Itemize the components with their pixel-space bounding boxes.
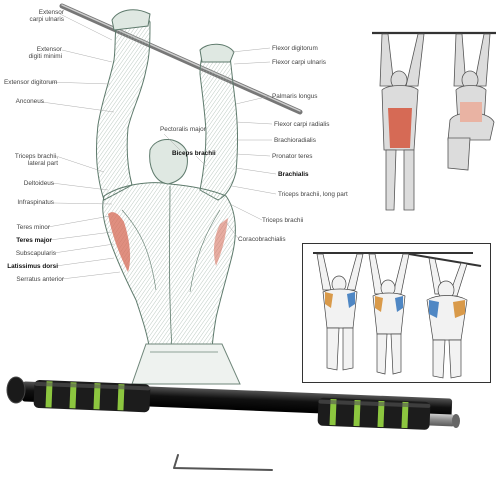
right-foam-grip xyxy=(317,397,431,430)
abs-highlight-knee xyxy=(460,102,482,122)
label-pronator-teres: Pronator teres xyxy=(272,153,313,160)
label-ext-digitorum: Extensor digitorum xyxy=(4,79,58,86)
label-latissimus-dorsi: Latissimus dorsi xyxy=(7,263,58,270)
latissimus-highlight xyxy=(108,212,131,272)
label-coracobrachialis: Coracobrachialis xyxy=(238,236,286,243)
main-bar xyxy=(59,3,303,115)
abs-highlight-hanging xyxy=(388,108,412,148)
label-infraspinatus: Infraspinatus xyxy=(17,199,54,206)
label-flexor-carpi-radialis: Flexor carpi radialis xyxy=(274,121,330,128)
grip-variations-inset xyxy=(302,243,491,383)
label-ext-carpi-ulnaris: Extensor carpi ulnaris xyxy=(29,9,64,23)
label-brachioradialis: Brachioradialis xyxy=(274,137,316,144)
label-teres-minor: Teres minor xyxy=(16,224,50,231)
inset-figure-3 xyxy=(426,257,468,379)
label-deltoideus: Deltoideus xyxy=(23,180,54,187)
label-ext-digiti-minimi: Extensor digiti minimi xyxy=(28,46,62,60)
leader-lines xyxy=(41,13,277,280)
label-triceps-lateral: Triceps brachii, lateral part xyxy=(14,153,58,167)
main-figure xyxy=(95,9,241,385)
label-triceps-brachii: Triceps brachii xyxy=(262,217,304,224)
label-flexor-digitorum: Flexor digitorum xyxy=(272,45,318,52)
label-flexor-carpi-ulnaris: Flexor carpi ulnaris xyxy=(272,59,326,66)
label-brachialis: Brachialis xyxy=(278,171,309,178)
left-foam-grip xyxy=(33,379,151,413)
label-serratus-anterior: Serratus anterior xyxy=(16,276,64,283)
label-subscapularis: Subscapularis xyxy=(15,250,56,257)
label-triceps-brachii-long: Triceps brachii, long part xyxy=(278,191,348,198)
label-biceps-brachii: Biceps brachii xyxy=(172,150,216,157)
lat-right-highlight xyxy=(213,218,228,266)
label-anconeus: Anconeus xyxy=(15,98,44,105)
label-teres-major: Teres major xyxy=(16,237,52,244)
label-palmaris-longus: Palmaris longus xyxy=(272,93,318,100)
inset-svg xyxy=(313,252,482,379)
label-pectoralis-major: Pectoralis major xyxy=(160,126,206,133)
